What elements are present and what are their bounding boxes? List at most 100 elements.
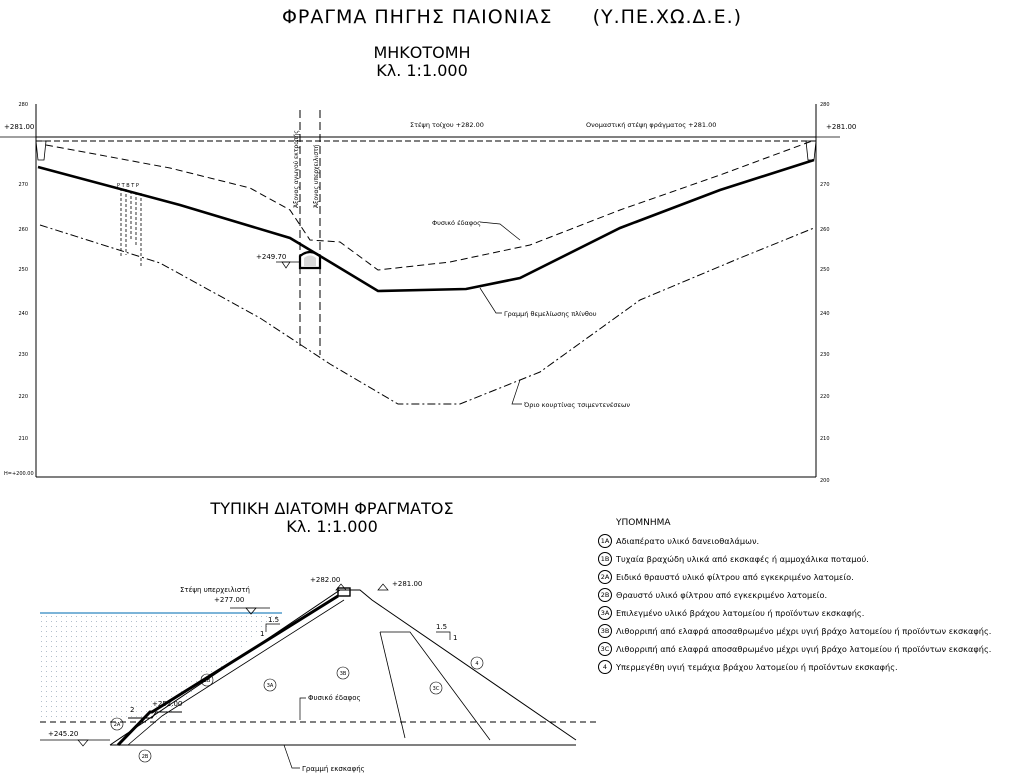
zone-3a-bubble: [263, 678, 277, 692]
left-tick-250: 250: [18, 267, 28, 273]
profile-scale: Κλ. 1:1.000: [376, 61, 468, 80]
legend-item-3b: 3B Λιθορριπή από ελαφρά αποσαθρωμένο μέχρ…: [598, 622, 991, 640]
legend-code: 3C: [598, 642, 612, 656]
agency-label: (Υ.ΠΕ.ΧΩ.Δ.Ε.): [592, 6, 743, 28]
legend-heading: ΥΠΟΜΝΗΜΑ: [616, 518, 671, 528]
diversion-axis-label: Άξονας αγωγού εκτροπής: [293, 130, 300, 208]
legend-item-3c: 3C Λιθορριπή από ελαφρά αποσαθρωμένο μέχρ…: [598, 640, 991, 658]
left-tick-top: 280: [18, 102, 28, 108]
crest-top-label: +282.00: [310, 576, 340, 584]
legend-text: Υπερμεγέθη υγιή τεμάχια βράχου λατομείου…: [616, 662, 898, 672]
upstream-slope-indicator: [265, 623, 280, 632]
right-axis-ticks: 280 270 260 250 240 230 220 210 200: [820, 102, 830, 484]
right-abutment: [805, 140, 817, 161]
tunnel-opening: [304, 255, 316, 266]
legend-text: Τυχαία βραχώδη υλικά από εκσκαφές ή αμμο…: [616, 554, 869, 564]
section-ground-label: Φυσικό έδαφος: [308, 694, 361, 702]
zone-4-bubble: [470, 656, 484, 670]
berm-outline: [128, 711, 182, 719]
zone-2a-bubble: [110, 717, 124, 731]
left-tick-270: 270: [18, 182, 28, 188]
crest-parapet: [337, 587, 351, 597]
legend: ΥΠΟΜΝΗΜΑ 1A Αδιαπέρατο υλικό δανειοθαλάμω…: [598, 518, 991, 676]
tunnel-level-label: +249.70: [256, 253, 286, 261]
foundation-line: [37, 158, 815, 293]
right-tick-210: 210: [820, 436, 830, 442]
right-tick-240: 240: [820, 311, 830, 317]
section-title: ΤΥΠΙΚΗ ΔΙΑΤΟΜΗ ΦΡΑΓΜΑΤΟΣ: [210, 499, 454, 518]
tunnel-portal: [298, 250, 322, 270]
zone-3a-label: 3A: [267, 683, 274, 689]
section-title-block: ΤΥΠΙΚΗ ΔΙΑΤΟΜΗ ΦΡΑΓΜΑΤΟΣ Κλ. 1:1.000: [192, 500, 472, 536]
profile-frame: [35, 104, 817, 478]
reservoir-water: [40, 613, 282, 718]
zone-2a-label: 2A: [114, 722, 121, 728]
crest-nominal-label: +281.00: [392, 580, 422, 588]
ground-label: Φυσικό έδαφος: [432, 219, 481, 227]
grout-curtain-line: [39, 224, 815, 405]
wall-crest-label: Στέψη τοίχου +282.00: [410, 121, 484, 129]
left-axis-ticks: 270 260 250 240 230 220 210 280: [18, 102, 28, 442]
upstream-slope-v: 1: [260, 630, 264, 638]
grout-leader: [511, 379, 522, 405]
downstream-slope-indicator: [436, 631, 451, 640]
zone-3b-bubble: [336, 666, 350, 680]
upstream-slope-h: 1.5: [268, 616, 279, 624]
spillway-axis-label: Άξονας υπερχειλιστή: [313, 144, 320, 208]
profile-title: ΜΗΚΟΤΟΜΗ: [373, 43, 471, 62]
downstream-slope-h: 1.5: [436, 623, 447, 631]
legend-code: 2B: [598, 588, 612, 602]
legend-item-2b: 2B Θραυστό υλικό φίλτρου από εγκεκριμένο …: [598, 586, 991, 604]
crest-top-marker: [335, 583, 347, 591]
left-tick-220: 220: [18, 394, 28, 400]
foundation-leader: [479, 287, 502, 314]
tunnel-level-marker: [281, 261, 291, 269]
legend-code: 3A: [598, 606, 612, 620]
right-tick-200: 200: [820, 478, 830, 484]
foundation-label: Γραμμή θεμελίωσης πλίνθου: [504, 310, 597, 318]
zone-3c-boundary: [380, 631, 491, 741]
right-tick-270: 270: [820, 182, 830, 188]
crest-nominal-marker: [377, 583, 389, 591]
legend-code: 3B: [598, 624, 612, 638]
zone-3b-boundary: [379, 631, 406, 739]
zone-2b-label: 2B: [204, 678, 211, 684]
excavation-label: Γραμμή εκσκαφής: [302, 765, 365, 773]
profile-title-block: ΜΗΚΟΤΟΜΗ Κλ. 1:1.000: [322, 44, 522, 80]
legend-item-4: 4 Υπερμεγέθη υγιή τεμάχια βράχου λατομείο…: [598, 658, 991, 676]
legend-text: Ειδικό θραυστό υλικό φίλτρου από εγκεκρι…: [616, 572, 854, 582]
upstream-face: [116, 594, 339, 747]
piezometer-tags: P T B T P: [117, 183, 139, 189]
zone-3b-label: 3B: [340, 671, 347, 677]
datum-label: H=+200.00: [4, 471, 34, 477]
legend-code: 1A: [598, 534, 612, 548]
legend-code: 4: [598, 660, 612, 674]
legend-text: Αδιαπέρατο υλικό δανειοθαλάμων.: [616, 536, 760, 546]
legend-text: Λιθορριπή από ελαφρά αποσαθρωμένο μέχρι …: [616, 626, 992, 636]
right-tick-250: 250: [820, 267, 830, 273]
spillway-level-label: +277.00: [214, 596, 244, 604]
right-tick-230: 230: [820, 352, 830, 358]
berm-dim-label: 2: [130, 706, 134, 714]
section-ground-leader: [299, 697, 306, 720]
legend-text: Επιλεγμένο υλικό βράχου λατομείου ή προϊ…: [616, 608, 865, 618]
left-level-label: +281.00: [4, 123, 34, 131]
filter-zone-line: [127, 599, 345, 746]
left-abutment: [35, 140, 47, 161]
grout-label: Όριο κουρτίνας τσιμεντενέσεων: [523, 401, 630, 409]
piezometers: [120, 188, 142, 268]
zone-2b-toe-bubble: [138, 749, 152, 763]
right-tick-260: 260: [820, 227, 830, 233]
section-scale: Κλ. 1:1.000: [286, 517, 378, 536]
legend-item-1a: 1A Αδιαπέρατο υλικό δανειοθαλάμων.: [598, 532, 991, 550]
natural-ground-line: [45, 140, 813, 271]
legend-text: Λιθορριπή από ελαφρά αποσαθρωμένο μέχρι …: [616, 644, 992, 654]
main-title-row: ΦΡΑΓΜΑ ΠΗΓΗΣ ΠΑΙΟΝΙΑΣ(Υ.ΠΕ.ΧΩ.Δ.Ε.): [0, 6, 1024, 28]
left-tick-230: 230: [18, 352, 28, 358]
left-tick-240: 240: [18, 311, 28, 317]
legend-text: Θραυστό υλικό φίλτρου από εγκεκριμένο λα…: [616, 590, 828, 600]
right-level-label: +281.00: [826, 123, 856, 131]
ground-leader: [479, 221, 521, 241]
zone-2b-toe-label: 2B: [142, 754, 149, 760]
